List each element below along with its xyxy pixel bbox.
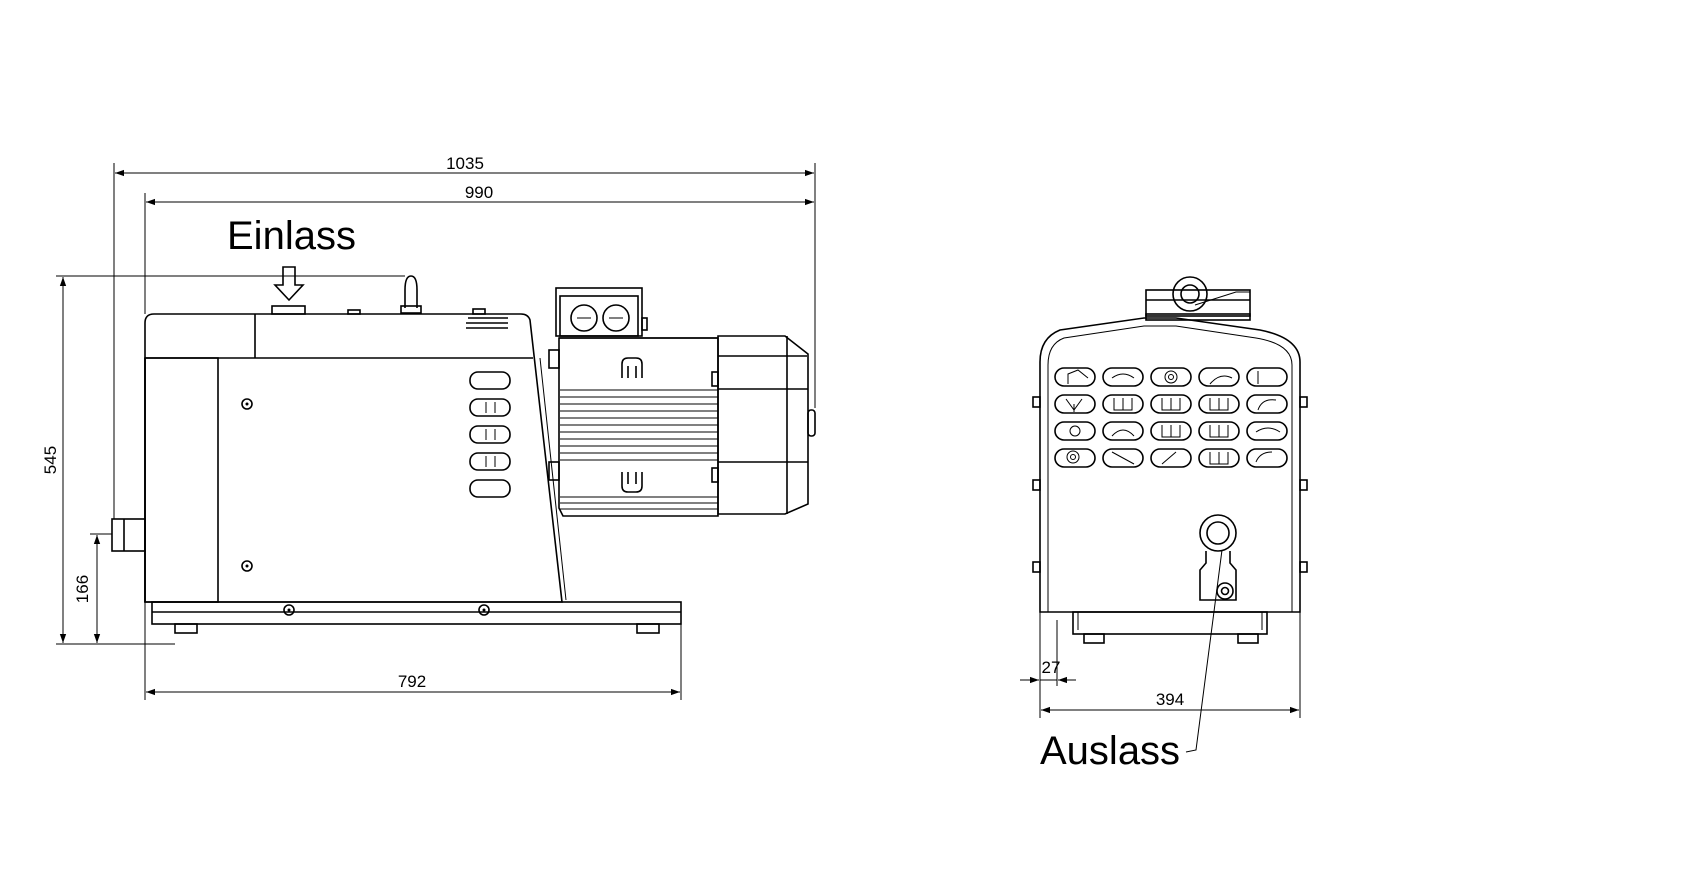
side-view: 1035 990 792 545 166 Einlas <box>41 154 816 700</box>
ventilation-grille <box>1054 367 1288 468</box>
inlet-label: Einlass <box>227 214 356 258</box>
terminal-box <box>555 287 648 337</box>
outlet-label: Auslass <box>1040 729 1180 773</box>
dimension-outlet-height: 166 <box>73 533 112 643</box>
motor <box>548 335 816 517</box>
dimension-base-length: 792 <box>144 602 682 700</box>
end-view: 394 27 Auslass <box>1020 276 1308 773</box>
dimension-end-view-offset: 27 <box>1020 620 1076 686</box>
dimension-height: 545 <box>41 275 405 645</box>
dimension-label-394: 394 <box>1156 690 1184 709</box>
inlet-arrow <box>273 266 305 302</box>
outlet-leader-line <box>1185 549 1223 753</box>
base-plate <box>151 601 682 634</box>
dimension-label-990: 990 <box>465 183 493 202</box>
dimension-overall-length: 1035 <box>113 154 816 519</box>
dimension-end-view-width: 394 <box>1039 612 1301 718</box>
dimension-length: 990 <box>144 183 814 314</box>
dimension-label-545: 545 <box>41 446 60 474</box>
dimension-label-1035: 1035 <box>446 154 484 173</box>
dimension-label-27: 27 <box>1042 658 1061 677</box>
dimension-label-166: 166 <box>73 575 92 603</box>
end-view-outlet-port <box>1199 514 1237 601</box>
pump-housing <box>144 275 567 616</box>
outlet-connector <box>111 518 146 552</box>
dimension-label-792: 792 <box>398 672 426 691</box>
end-view-housing <box>1039 317 1301 613</box>
